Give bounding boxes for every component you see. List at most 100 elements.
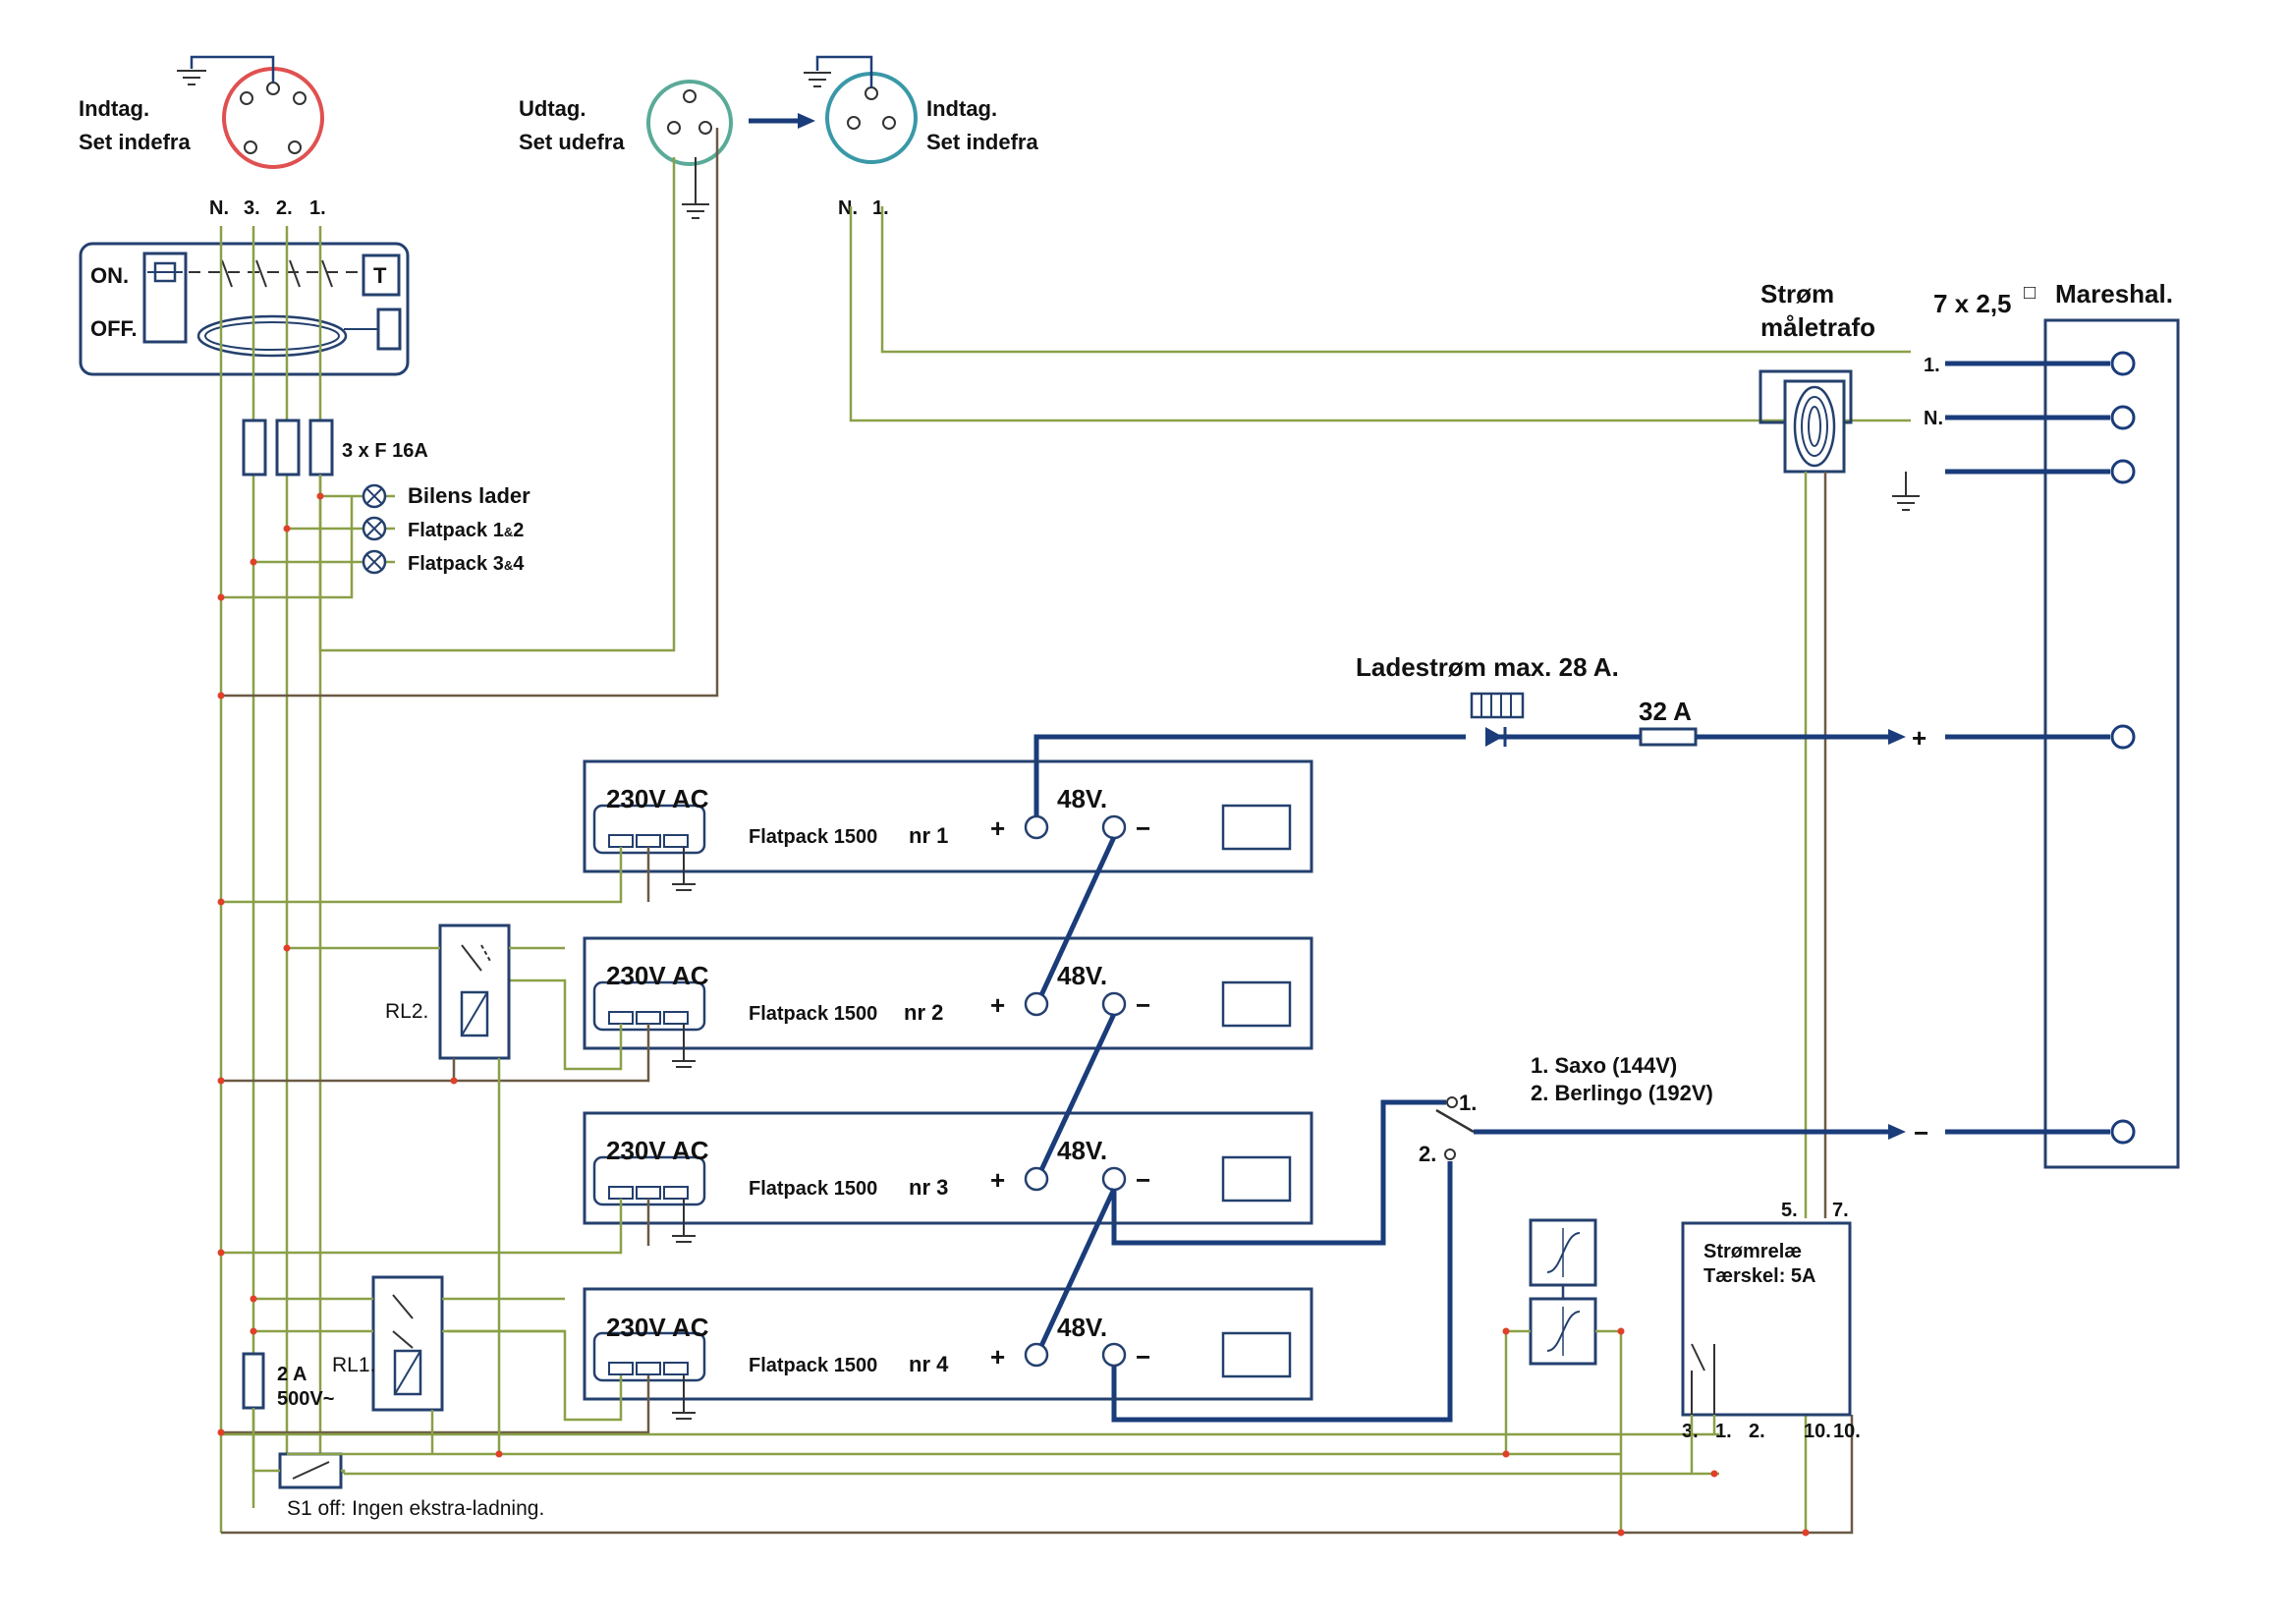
flatpack-2	[583, 936, 1313, 1050]
current-relay-terminal-7: 7.	[1832, 1200, 1849, 1221]
current-relay-terminal-5: 5.	[1781, 1200, 1798, 1221]
outlet-mid-subtitle: Set udefra	[519, 130, 625, 154]
inlet-connector-right	[804, 55, 918, 164]
indicator-bilens-lader: Bilens lader	[408, 483, 530, 508]
selector-pos-2: 2.	[1419, 1142, 1436, 1166]
fp2-minus: −	[1136, 990, 1150, 1020]
breaker-on-label: ON.	[90, 263, 129, 288]
ground-icon	[1892, 472, 1920, 511]
selector-pos-1: 1.	[1459, 1091, 1477, 1115]
small-fuse-label-2: 500V~	[277, 1388, 334, 1410]
breaker-off-label: OFF.	[90, 316, 138, 341]
fp1-ac-label: 230V AC	[606, 784, 709, 813]
relay-rl1	[253, 1275, 565, 1454]
fp2-ac-label: 230V AC	[606, 961, 709, 990]
fuse-1	[242, 419, 267, 476]
inlet-left-pin-n: N.	[209, 197, 229, 219]
fp2-nr: nr 2	[904, 1000, 943, 1025]
fp3-dc-label: 48V.	[1057, 1136, 1107, 1165]
small-fuse-label-1: 2 A	[277, 1364, 307, 1385]
cable-unit-mark: □	[2024, 282, 2036, 304]
relay-rl2-label: RL2.	[385, 1000, 428, 1023]
breaker-test-label: T	[373, 263, 387, 288]
charge-fuse	[1639, 727, 1698, 747]
junction-nodes	[217, 492, 1810, 1537]
switch-s1-label: S1 off: Ingen ekstra-ladning.	[287, 1497, 544, 1520]
ct-label-1: Strøm	[1760, 279, 1834, 308]
fp4-minus: −	[1136, 1342, 1150, 1372]
inlet-left-title: Indtag.	[79, 96, 149, 121]
fp2-name: Flatpack 1500	[749, 1003, 877, 1025]
inlet-right-subtitle: Set indefra	[926, 130, 1038, 154]
fp3-ac-label: 230V AC	[606, 1136, 709, 1165]
flatpack-ground-symbols	[672, 847, 696, 1420]
selector-option-2: 2. Berlingo (192V)	[1531, 1081, 1713, 1105]
charge-minus-label: −	[1914, 1118, 1928, 1148]
inlet-right-title: Indtag.	[926, 96, 997, 121]
charge-minus-arrow-icon	[1888, 1124, 1906, 1140]
small-fuse	[242, 1352, 265, 1410]
current-relay-terminal-10a: 10.	[1804, 1421, 1831, 1442]
mareshal-connector	[2043, 318, 2180, 1169]
charge-current-label: Ladestrøm max. 28 A.	[1356, 652, 1619, 682]
fp4-dc-label: 48V.	[1057, 1313, 1107, 1342]
current-transformer	[1759, 369, 1853, 474]
fp3-minus: −	[1136, 1165, 1150, 1195]
inlet-right-pin-1: 1.	[872, 197, 889, 219]
inlet-left-pin-2: 2.	[276, 197, 293, 219]
fp1-minus: −	[1136, 813, 1150, 843]
indicator-flatpack-34: Flatpack 3&4	[408, 553, 525, 575]
fp3-name: Flatpack 1500	[749, 1178, 877, 1200]
fp2-dc-label: 48V.	[1057, 961, 1107, 990]
current-relay-terminal-1: 1.	[1715, 1421, 1732, 1442]
indicator-flatpack-12: Flatpack 1&2	[408, 520, 524, 541]
direction-arrow-icon	[798, 113, 815, 129]
outlet-mid-title: Udtag.	[519, 96, 586, 121]
inlet-left-pin-3: 3.	[244, 197, 260, 219]
ct-label-2: måletrafo	[1760, 312, 1875, 342]
outlet-connector-mid	[646, 80, 733, 219]
fp1-nr: nr 1	[909, 823, 948, 848]
relay-rl2	[287, 924, 565, 1454]
main-breaker	[79, 242, 410, 376]
selector-switch	[1435, 1096, 1475, 1160]
current-relay-title: Strømrelæ	[1703, 1241, 1802, 1262]
mareshal-terminal-1: 1.	[1924, 355, 1940, 376]
fp2-plus: +	[990, 990, 1005, 1020]
fp1-name: Flatpack 1500	[749, 826, 877, 848]
current-relay-threshold: Tærskel: 5A	[1703, 1265, 1816, 1287]
relay-rl1-label: RL1.	[332, 1354, 375, 1376]
charge-fuse-label: 32 A	[1639, 697, 1692, 726]
fp4-ac-label: 230V AC	[606, 1313, 709, 1342]
flatpack-4	[583, 1287, 1313, 1401]
fuse-3	[308, 419, 334, 476]
fuses-label: 3 x F 16A	[342, 440, 428, 462]
fp4-nr: nr 4	[909, 1352, 949, 1376]
inlet-right-pin-n: N.	[838, 197, 858, 219]
fuse-2	[275, 419, 301, 476]
current-relay	[1681, 1221, 1852, 1417]
indicator-lamps	[221, 483, 395, 599]
inlet-left-pin-1: 1.	[309, 197, 326, 219]
flatpack-3	[583, 1111, 1313, 1225]
selector-option-1: 1. Saxo (144V)	[1531, 1053, 1677, 1078]
current-relay-terminal-10b: 10.	[1833, 1421, 1861, 1442]
current-relay-terminal-2: 2.	[1749, 1421, 1765, 1442]
inlet-connector-left	[177, 55, 324, 169]
switch-s1	[251, 1408, 346, 1489]
fp1-dc-label: 48V.	[1057, 784, 1107, 813]
charge-plus-label: +	[1912, 723, 1926, 753]
fp4-name: Flatpack 1500	[749, 1355, 877, 1376]
cable-label: 7 x 2,5	[1933, 289, 2012, 318]
fp3-nr: nr 3	[909, 1175, 948, 1200]
current-relay-terminal-3: 3.	[1682, 1421, 1699, 1442]
charge-plus-arrow-icon	[1888, 729, 1906, 745]
mareshal-label: Mareshal.	[2055, 279, 2173, 308]
flatpack-1	[583, 759, 1313, 873]
mareshal-terminal-n: N.	[1924, 408, 1943, 429]
fp4-plus: +	[990, 1342, 1005, 1372]
inlet-left-subtitle: Set indefra	[79, 130, 191, 154]
fp3-plus: +	[990, 1165, 1005, 1195]
fan-units	[1504, 1218, 1623, 1454]
